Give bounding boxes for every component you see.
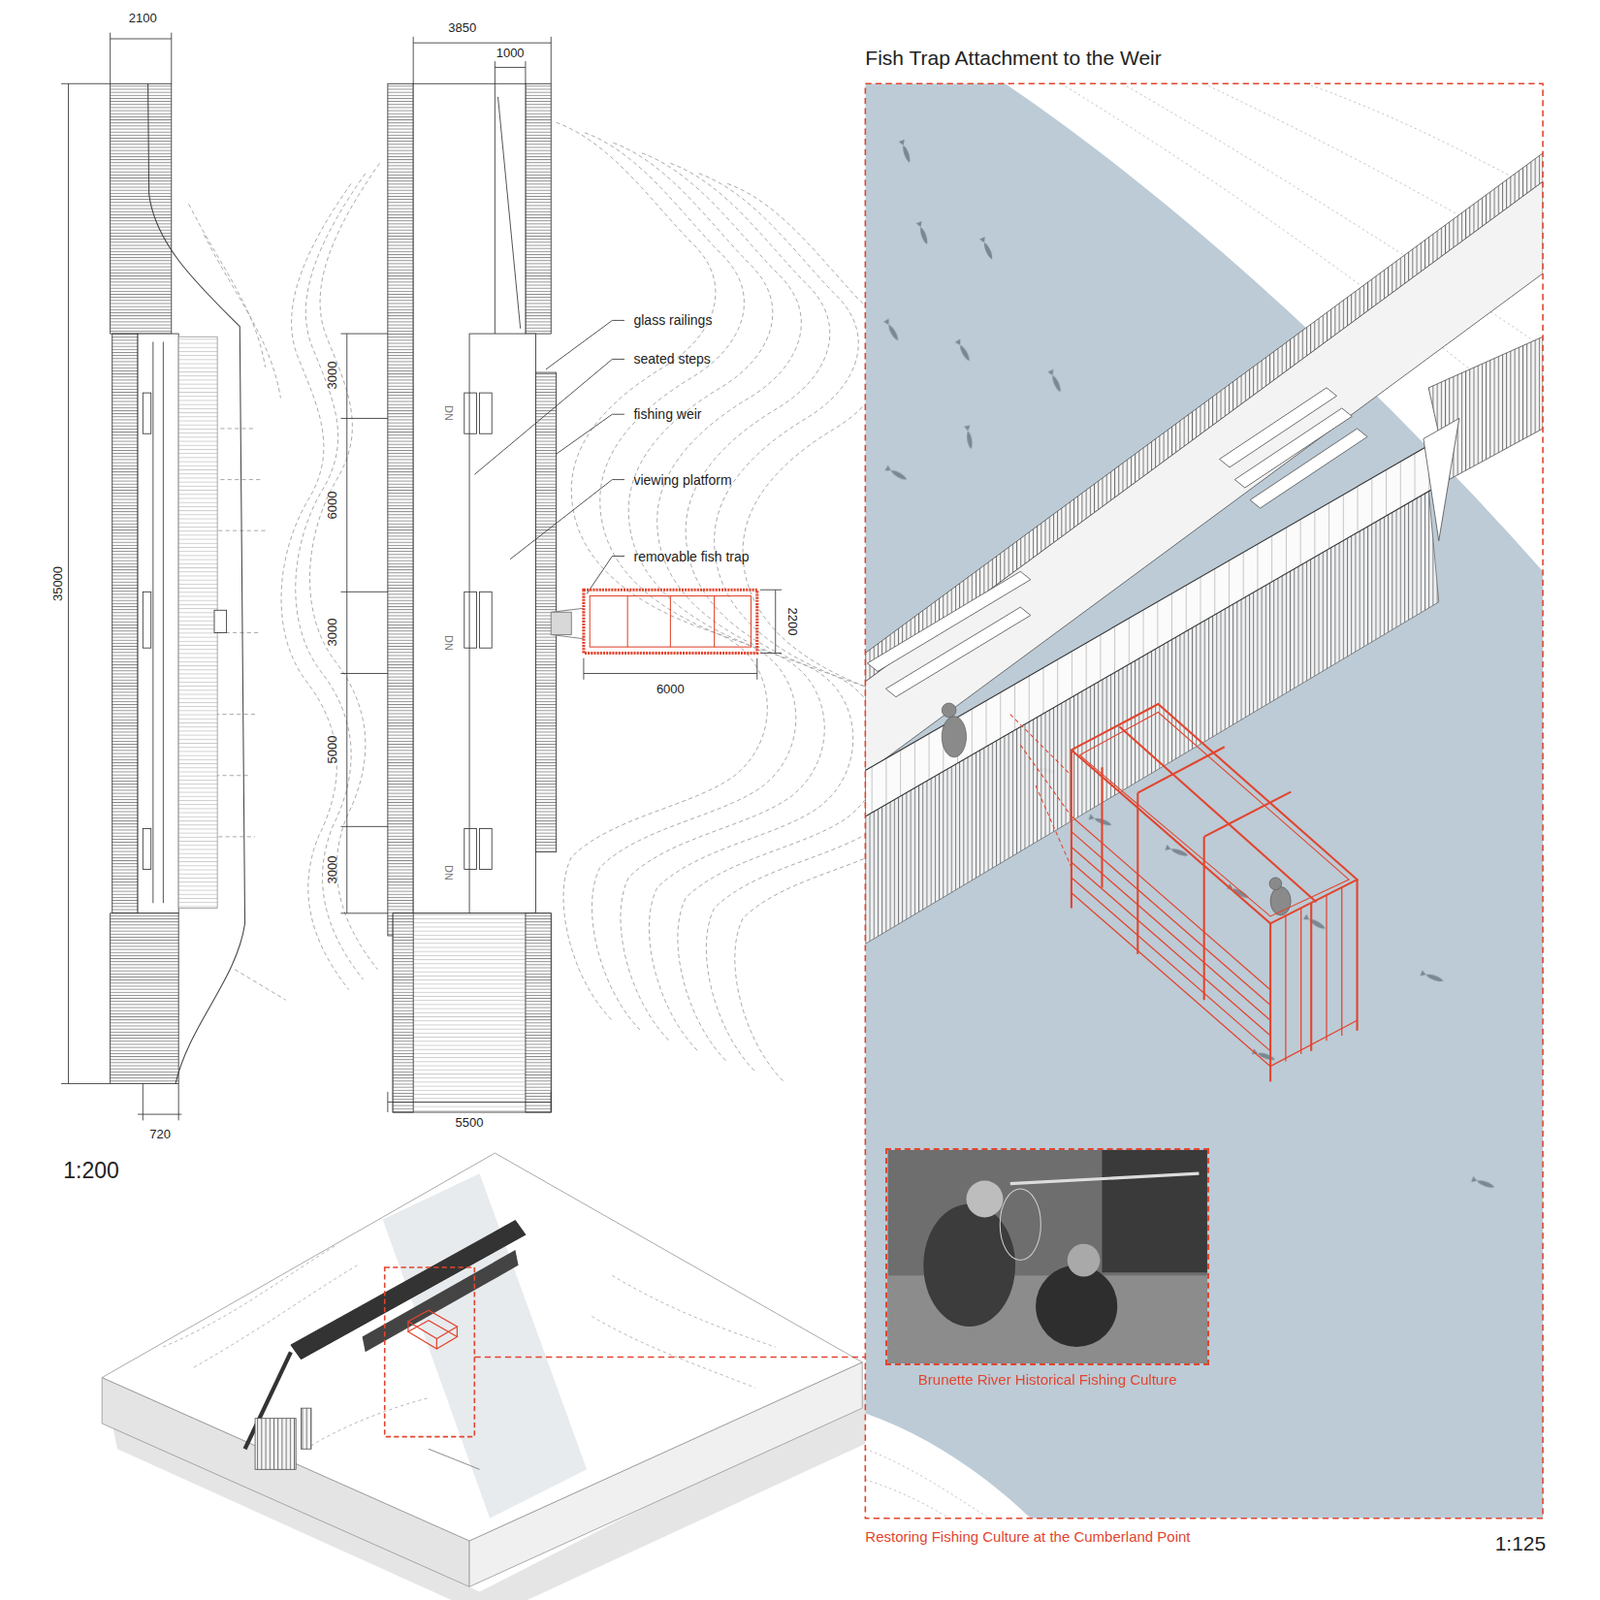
dimension: 3000	[325, 361, 341, 390]
weir-plan	[340, 36, 625, 1113]
stair-direction: DN	[443, 405, 456, 421]
dimension: 3000	[325, 855, 341, 884]
photo-inset: Brunette River Historical Fishing Cultur…	[885, 1148, 1210, 1366]
drawing-caption: Restoring Fishing Culture at the Cumberl…	[864, 1528, 1190, 1545]
scale-label: 1:200	[63, 1157, 120, 1184]
dimension: 720	[149, 1127, 171, 1143]
callout-label: viewing platform	[633, 472, 732, 488]
scale-label: 1:125	[1495, 1532, 1547, 1556]
dimension: 35000	[51, 566, 66, 602]
dimension: 5000	[325, 736, 341, 765]
site-axonometric	[101, 1152, 898, 1600]
stair-direction: DN	[443, 635, 456, 651]
dimension: 6000	[325, 490, 341, 519]
dimension: 5500	[455, 1115, 484, 1130]
photo-caption: Brunette River Historical Fishing Cultur…	[918, 1371, 1178, 1388]
contour-lines	[189, 122, 939, 1082]
stair-direction: DN	[443, 864, 456, 881]
detail-frame	[864, 83, 1543, 1519]
dimension: 3000	[325, 618, 341, 647]
detail-axonometric	[864, 83, 1543, 1519]
dimension: 2100	[128, 10, 158, 26]
dimension: 1000	[496, 45, 525, 61]
callout-label: fishing weir	[633, 406, 702, 422]
fish-trap-plan	[550, 589, 782, 680]
dimension: 3850	[448, 21, 477, 36]
dimension: 2200	[784, 607, 800, 636]
historical-photo	[887, 1150, 1207, 1364]
drawing-title: Fish Trap Attachment to the Weir	[864, 46, 1161, 70]
dimension: 6000	[656, 682, 685, 698]
weir-section-plan	[61, 32, 245, 1121]
callout-label: seated steps	[633, 351, 710, 367]
callout-label: glass railings	[633, 312, 712, 328]
callout-label: removable fish trap	[633, 547, 749, 564]
